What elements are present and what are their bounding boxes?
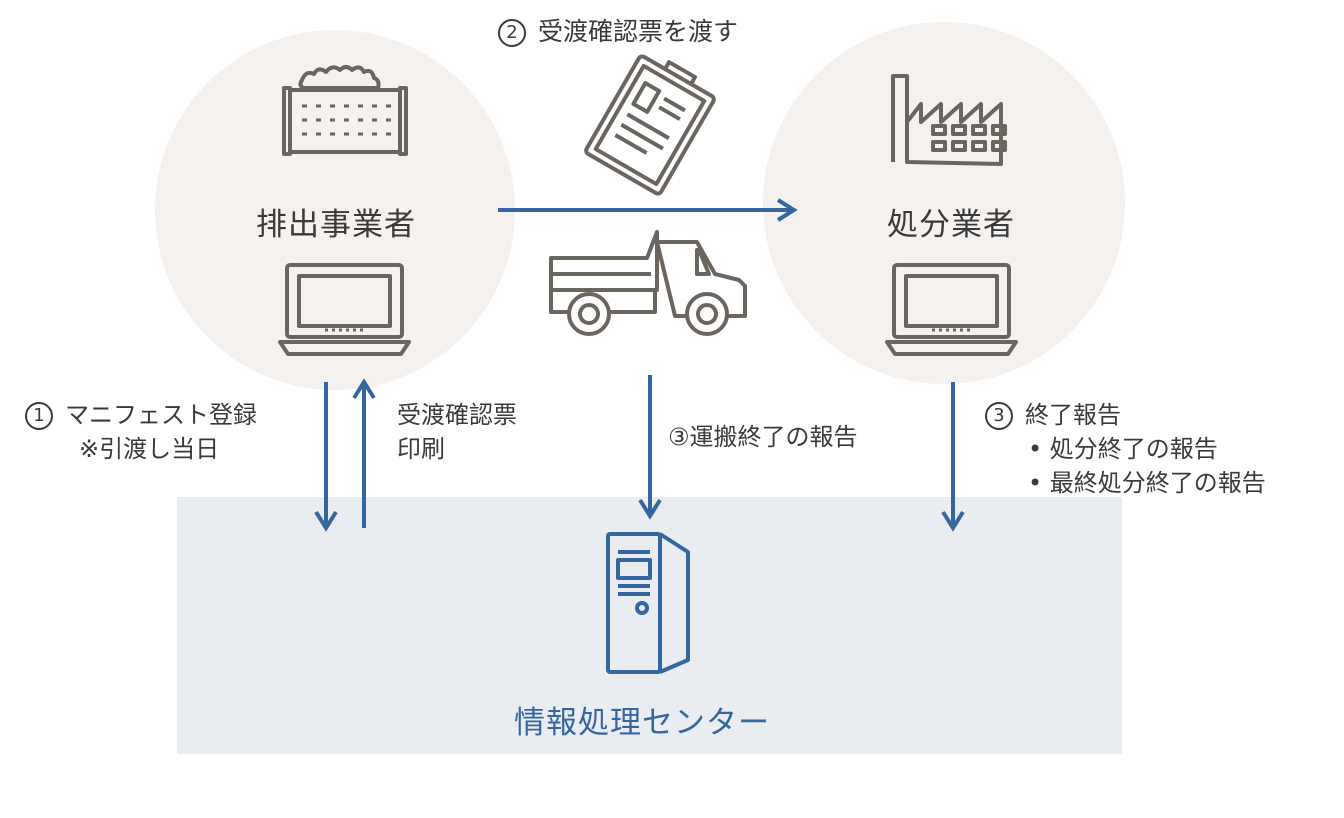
truck-icon bbox=[549, 230, 747, 336]
disposer-circle bbox=[763, 22, 1125, 384]
disposer-label: 処分業者 bbox=[887, 207, 1015, 243]
print-step-label: 受渡確認票 印刷 bbox=[397, 398, 517, 466]
register-line-1: マニフェスト登録 bbox=[65, 401, 257, 429]
completion-title: 終了報告 bbox=[1025, 401, 1121, 429]
step-2-text: 受渡確認票を渡す bbox=[538, 17, 739, 46]
completion-report-label: 3 終了報告 処分終了の報告 最終処分終了の報告 bbox=[985, 398, 1266, 500]
waste-container-icon bbox=[282, 65, 408, 156]
factory-icon bbox=[891, 74, 1007, 166]
completion-item-2: 最終処分終了の報告 bbox=[985, 466, 1266, 500]
register-line-2: ※引渡し当日 bbox=[79, 435, 220, 463]
emitter-label: 排出事業者 bbox=[256, 207, 416, 243]
print-line-1: 受渡確認票 bbox=[397, 401, 517, 429]
register-step-label: 1 マニフェスト登録 ※引渡し当日 bbox=[25, 398, 257, 466]
step-1-number: 1 bbox=[25, 402, 53, 430]
print-line-2: 印刷 bbox=[397, 435, 445, 463]
info-center-label: 情報処理センター bbox=[514, 705, 770, 741]
emitter-laptop-icon bbox=[278, 263, 411, 356]
step-3-number: 3 bbox=[985, 402, 1013, 430]
transport-report-label: ③運搬終了の報告 bbox=[668, 423, 858, 451]
info-center-box bbox=[177, 497, 1122, 754]
step-2-number: 2 bbox=[498, 19, 526, 47]
server-icon bbox=[606, 532, 690, 674]
disposer-laptop-icon bbox=[885, 263, 1018, 356]
receipt-document-icon bbox=[584, 54, 716, 196]
step-2-label: 2 受渡確認票を渡す bbox=[498, 15, 738, 49]
completion-item-1: 処分終了の報告 bbox=[985, 432, 1266, 466]
